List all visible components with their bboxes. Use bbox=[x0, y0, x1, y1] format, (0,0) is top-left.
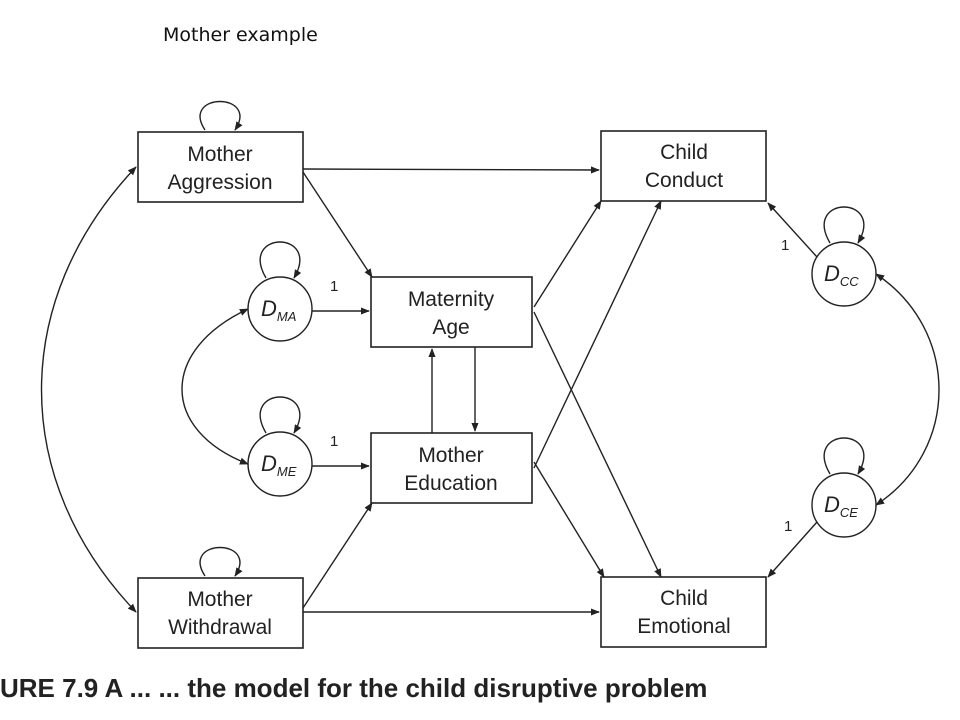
covariance-dma-dme bbox=[181, 308, 249, 465]
variance-loop-d-cc bbox=[823, 206, 866, 244]
node-child-emotional: Child Emotional bbox=[600, 576, 767, 648]
path-label-dcc: 1 bbox=[781, 237, 789, 254]
path-education-emotional bbox=[533, 461, 605, 578]
slide-title: Mother example bbox=[163, 24, 318, 46]
path-withdrawal-mother-education bbox=[302, 502, 373, 609]
variance-loop-d-me bbox=[259, 396, 302, 434]
node-label: Child bbox=[660, 587, 708, 610]
path-label-dme: 1 bbox=[330, 433, 338, 450]
node-mother-withdrawal: Mother Withdrawal bbox=[137, 577, 304, 649]
figure-caption-fragment: URE 7.9 A ... ... the model for the chil… bbox=[0, 673, 707, 703]
node-mother-education: Mother Education bbox=[370, 432, 533, 504]
variance-loop-mother-aggression bbox=[199, 100, 243, 131]
node-label: Child bbox=[660, 141, 708, 164]
covariance-dcc-dce bbox=[875, 273, 940, 506]
node-mother-aggression: Mother Aggression bbox=[137, 131, 304, 203]
svg-text:DME: DME bbox=[261, 451, 297, 479]
node-label: Education bbox=[404, 472, 497, 495]
path-dce-emotional bbox=[767, 521, 818, 578]
svg-text:DCC: DCC bbox=[824, 261, 859, 289]
path-maternity-age-conduct bbox=[533, 200, 602, 308]
node-label: Mother bbox=[187, 588, 252, 611]
svg-text:DMA: DMA bbox=[261, 296, 296, 324]
disturbance-d-ma: DMA bbox=[247, 276, 313, 342]
node-label: Age bbox=[432, 316, 469, 339]
node-label: Maternity bbox=[408, 288, 495, 311]
variance-loop-d-ce bbox=[823, 437, 866, 475]
disturbance-d-cc: DCC bbox=[811, 241, 877, 307]
node-label: Emotional bbox=[637, 615, 730, 638]
node-label: Mother bbox=[187, 143, 252, 166]
variance-loop-mother-withdrawal bbox=[199, 546, 243, 577]
path-education-conduct bbox=[533, 200, 662, 469]
variance-loop-d-ma bbox=[259, 241, 302, 279]
disturbance-d-ce: DCE bbox=[811, 472, 877, 538]
svg-text:DCE: DCE bbox=[824, 492, 858, 520]
covariance-aggression-withdrawal bbox=[40, 166, 137, 613]
path-label-dma: 1 bbox=[330, 278, 338, 295]
path-label-dce: 1 bbox=[784, 518, 792, 535]
node-maternity-age: Maternity Age bbox=[370, 276, 533, 348]
node-label: Mother bbox=[418, 444, 483, 467]
path-dcc-conduct bbox=[767, 202, 818, 258]
node-label: Aggression bbox=[167, 171, 272, 194]
node-label: Withdrawal bbox=[168, 616, 272, 639]
disturbance-d-me: DME bbox=[247, 431, 313, 497]
node-label: Conduct bbox=[645, 169, 723, 192]
node-child-conduct: Child Conduct bbox=[600, 130, 767, 202]
path-aggression-maternity-age bbox=[302, 171, 373, 278]
path-maternity-age-emotional bbox=[533, 311, 662, 578]
path-aggression-conduct bbox=[302, 166, 600, 174]
